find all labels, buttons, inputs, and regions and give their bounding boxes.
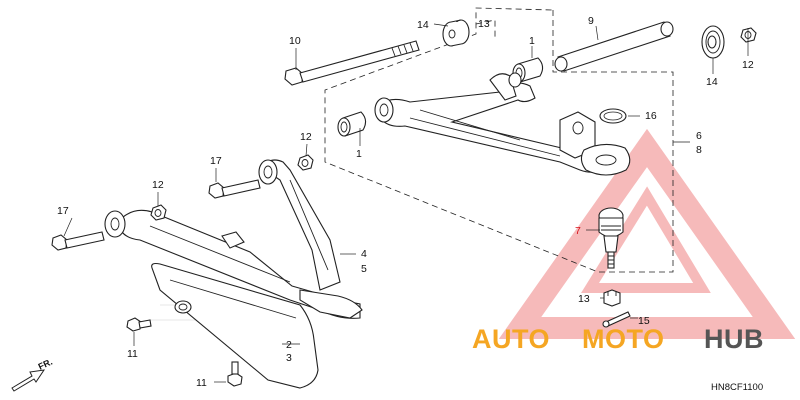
ball-joint-icon	[598, 207, 624, 269]
bolt-upper-icon	[208, 179, 261, 199]
assembly-boundary-bolt	[475, 19, 496, 40]
watermark-word-auto: AUTO	[472, 324, 550, 354]
callout-14b: 14	[706, 76, 718, 88]
skid-plate-icon	[151, 262, 319, 389]
bolt-long-icon	[284, 40, 420, 86]
nut-left-icon	[150, 204, 167, 221]
callout-13: 13	[478, 18, 490, 30]
diagram-code: HN8CF1100	[711, 382, 763, 393]
nut-mid-icon	[297, 154, 314, 171]
bushing-lower-icon	[337, 111, 367, 137]
castle-nut-icon	[603, 289, 621, 307]
callout-10: 10	[289, 35, 301, 47]
watermark-triangle	[498, 128, 796, 339]
callout-13b: 13	[578, 293, 590, 305]
callout-1a: 1	[529, 35, 535, 47]
callout-17b: 17	[57, 205, 69, 217]
circlip-icon	[599, 108, 627, 124]
assembly-boundary-upper	[324, 7, 674, 273]
skid-bolt-upper-icon	[126, 317, 152, 332]
callout-3: 3	[286, 352, 292, 364]
watermark-word-hub: HUB	[704, 324, 764, 354]
callout-16: 16	[645, 110, 657, 122]
front-direction-marker: FR.	[11, 357, 54, 392]
callout-11a: 11	[127, 348, 138, 360]
callout-7: 7	[575, 225, 581, 237]
callout-12c: 12	[152, 179, 164, 191]
callout-12b: 12	[300, 131, 312, 143]
pivot-pipe-icon	[554, 21, 674, 72]
callout-14a: 14	[417, 19, 429, 31]
bolt-lower-icon	[51, 231, 105, 251]
leader-lines	[63, 23, 749, 383]
callout-17a: 17	[210, 155, 222, 167]
lower-arm-icon	[104, 159, 363, 319]
callout-12a: 12	[742, 59, 754, 71]
callout-11b: 11	[196, 377, 207, 389]
callout-9: 9	[588, 15, 594, 27]
skid-bolt-lower-icon	[227, 361, 243, 387]
callout-15: 15	[638, 315, 650, 327]
bearing-icon	[701, 25, 725, 59]
callout-8: 8	[696, 144, 702, 156]
callout-5: 5	[361, 263, 367, 275]
cotter-pin-icon	[602, 311, 631, 328]
front-direction-label: FR.	[37, 357, 54, 372]
callout-1b: 1	[356, 148, 362, 160]
watermark-logo: AUTO MOTO HUB	[472, 324, 764, 354]
callout-6: 6	[696, 130, 702, 142]
watermark-word-moto: MOTO	[582, 324, 665, 354]
callout-labels: 14 9 13 10 1 14 12 16 12 6 8 1 17 12 7 1…	[57, 15, 754, 389]
callout-2: 2	[286, 339, 292, 351]
upper-arm-icon	[374, 72, 631, 176]
callout-4: 4	[361, 248, 367, 260]
nut-upper-right-icon	[740, 27, 757, 43]
collar-icon	[442, 19, 470, 47]
